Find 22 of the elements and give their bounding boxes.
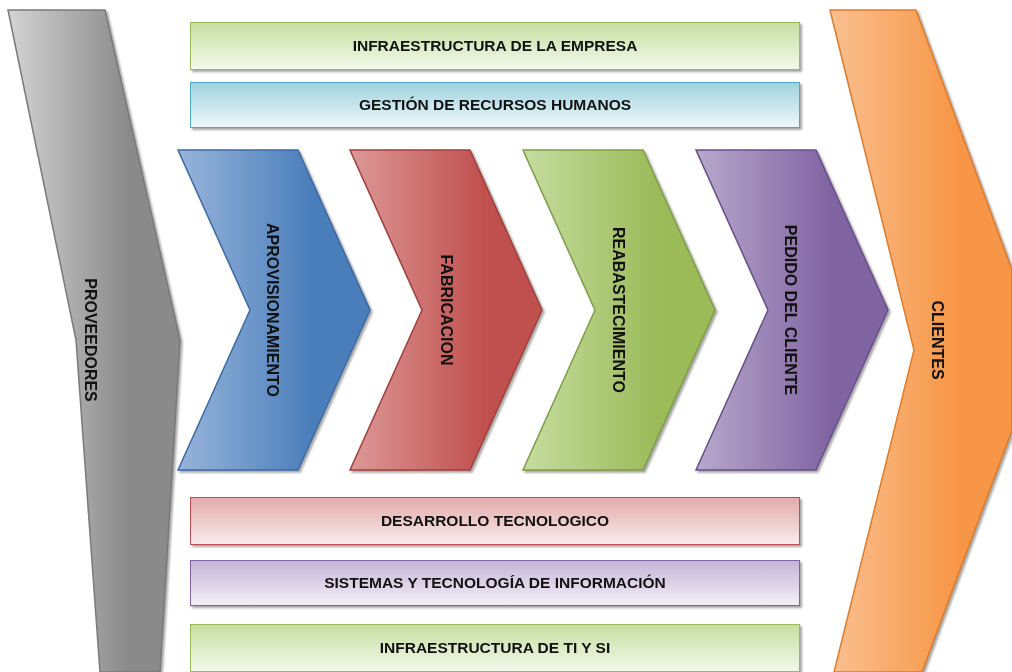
- chevron-label: PROVEEDORES: [81, 278, 99, 402]
- chevron-label: REABASTECIMIENTO: [609, 227, 627, 393]
- process-step: [696, 150, 890, 472]
- support-bar: [190, 22, 800, 70]
- chevron-label: CLIENTES: [928, 300, 946, 380]
- chevron-label: PEDIDO DEL CLIENTE: [781, 224, 799, 396]
- process-step: [350, 150, 544, 472]
- support-bar: [190, 624, 800, 672]
- process-step: [523, 150, 717, 472]
- supplier-chevron: [8, 10, 183, 672]
- bar-label: GESTIÓN DE RECURSOS HUMANOS: [357, 96, 633, 114]
- chevron-label: FABRICACION: [437, 254, 455, 366]
- bar-label: INFRAESTRUCTURA DE LA EMPRESA: [351, 37, 639, 55]
- customer-chevron: [830, 10, 1012, 672]
- support-bar: [190, 560, 800, 606]
- process-step: [178, 150, 372, 472]
- chevron-label: APROVISIONAMIENTO: [263, 223, 281, 397]
- bar-label: INFRAESTRUCTURA DE TI Y SI: [378, 639, 612, 657]
- support-bar: [190, 497, 800, 545]
- bar-label: SISTEMAS Y TECNOLOGÍA DE INFORMACIÓN: [323, 574, 667, 592]
- support-bar: [190, 82, 800, 128]
- bar-label: DESARROLLO TECNOLOGICO: [379, 512, 611, 530]
